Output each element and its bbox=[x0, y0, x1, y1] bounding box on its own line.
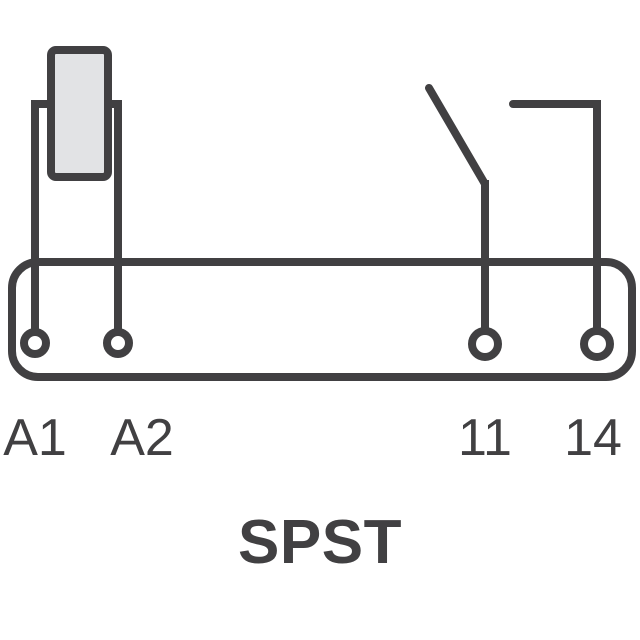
terminal-circle-a1[interactable] bbox=[20, 328, 50, 358]
pin-label-a1: A1 bbox=[3, 409, 67, 467]
terminal-circle-a2[interactable] bbox=[103, 328, 133, 358]
switch-contact-arm bbox=[425, 84, 489, 188]
switch-fixed-contact bbox=[509, 100, 601, 335]
pin-label-a2: A2 bbox=[110, 409, 174, 467]
terminal-circle-14[interactable] bbox=[580, 327, 614, 361]
relay-coil-symbol bbox=[47, 46, 112, 181]
relay-body-outline bbox=[8, 258, 636, 381]
pin-label-14: 14 bbox=[564, 409, 622, 467]
pin-label-11: 11 bbox=[458, 409, 512, 467]
terminal-circle-11[interactable] bbox=[468, 327, 502, 361]
diagram-title: SPST bbox=[238, 508, 402, 577]
